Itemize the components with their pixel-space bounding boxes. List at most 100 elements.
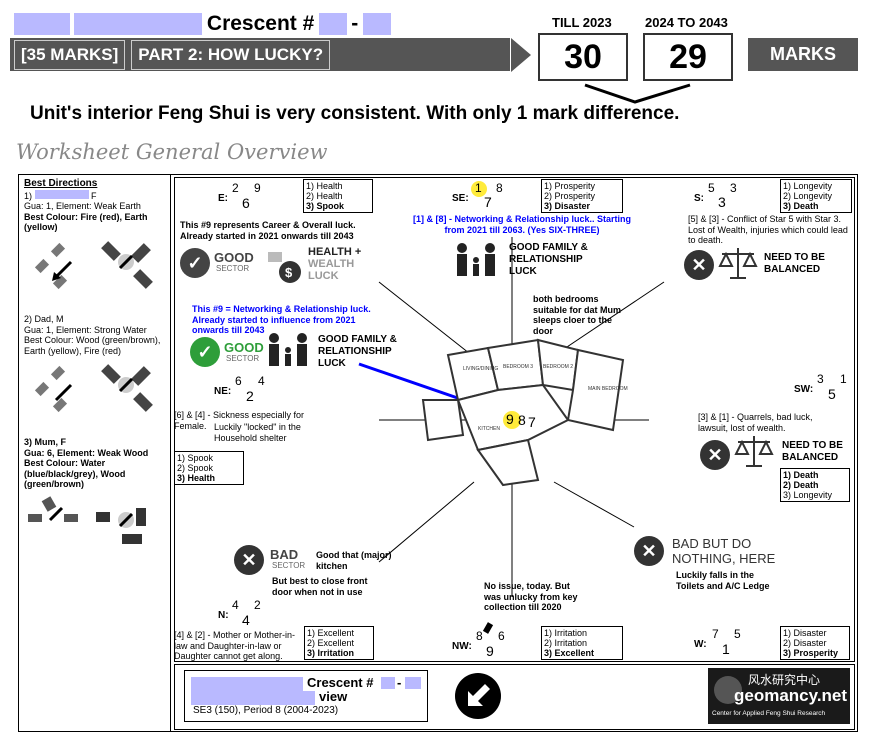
redacted-block — [74, 13, 203, 35]
list-item: 2) Prosperity — [544, 191, 596, 201]
brand-cn: 风水研究中心 — [748, 673, 821, 687]
check-icon: ✓ — [180, 248, 210, 278]
center-star-c: 7 — [528, 414, 536, 430]
person3-colour: Best Colour: Water (blue/black/grey), Wo… — [24, 458, 126, 489]
good-label: GOOD — [214, 250, 254, 265]
star-c: 2 — [246, 388, 254, 404]
sector-se: SE: 1 8 7 — [452, 181, 532, 212]
floor-label: KITCHEN — [478, 426, 500, 432]
person1-gua: Gua: 1, Element: Weak Earth — [24, 201, 141, 211]
left-panel: Best Directions 1) F Gua: 1, Element: We… — [24, 178, 166, 233]
hw-line: LUCK — [308, 270, 339, 282]
list-item: 1) Spook — [177, 453, 214, 463]
redacted-block — [191, 691, 315, 705]
person3-block: 3) Mum, F Gua: 6, Element: Weak Wood Bes… — [24, 437, 166, 490]
floor-label: LIVING/DINING — [463, 366, 498, 372]
yin-yang-icon — [714, 676, 742, 704]
part-marks: [35 MARKS] — [14, 39, 126, 70]
health-wealth-label: HEALTH + WEALTH LUCK — [308, 246, 361, 282]
star-a: 7 — [712, 627, 719, 641]
list-item: 3) Health — [177, 473, 216, 483]
redacted-block — [318, 13, 347, 35]
cross-icon: ✕ — [634, 536, 664, 566]
cross-icon: ✕ — [234, 545, 264, 575]
summary-text: Unit's interior Feng Shui is very consis… — [30, 103, 680, 124]
brand-name: geomancy.net — [734, 686, 848, 705]
need-balanced-label: NEED TO BE BALANCED — [782, 440, 843, 463]
marks-label: MARKS — [748, 38, 858, 71]
facing-arrow-icon — [455, 673, 501, 719]
list-item: 3) Death — [783, 201, 819, 211]
sector-label: NE: — [214, 386, 232, 397]
footer-info-box: Crescent # - view SE3 (150), Period 8 (2… — [184, 670, 428, 722]
star-b: 4 — [258, 374, 265, 388]
sector-word: SECTOR — [272, 561, 306, 570]
person1-line: 1) F — [24, 189, 166, 202]
list-item: 3) Prosperity — [783, 648, 839, 658]
sector-se-list: 1) Prosperity 2) Prosperity 3) Disaster — [541, 179, 623, 213]
difference-bracket — [584, 83, 691, 104]
sector-label: NW: — [452, 641, 472, 652]
w-note: Luckily falls in the Toilets and A/C Led… — [676, 570, 770, 591]
list-item: 3) Irritation — [307, 648, 355, 658]
list-item: 3) Longevity — [783, 490, 833, 500]
hw-line: WEALTH — [308, 258, 355, 270]
sector-sw: SW: 3 1 5 — [794, 372, 854, 402]
direction-diagram-icon — [28, 496, 146, 544]
good-label: GOOD — [224, 340, 264, 355]
bedrooms-note: both bedrooms suitable for dat Mum sleep… — [533, 294, 622, 336]
chart-frame — [174, 177, 855, 662]
sw-note: [3] & [1] - Quarrels, bad luck, lawsuit,… — [698, 412, 813, 433]
floor-plan: LIVING/DINING BEDROOM 3 BEDROOM 2 MAIN B… — [421, 338, 628, 487]
sector-nw: NW: 8 6 9 — [452, 628, 522, 660]
footer-view: view — [319, 689, 348, 704]
person3-gua: Gua: 6, Element: Weak Wood — [24, 447, 149, 458]
n-note: [4] & [2] - Mother or Mother-in-law and … — [174, 630, 296, 661]
ne-blue-note: This #9 = Networking & Relationship luck… — [192, 304, 371, 335]
cross-icon: ✕ — [700, 440, 730, 470]
sector-label: N: — [218, 610, 229, 621]
star-a: 2 — [232, 181, 239, 195]
star-a: 5 — [708, 181, 715, 195]
floor-label: BEDROOM 2 — [543, 364, 573, 370]
future-score: 29 — [643, 33, 733, 81]
redacted-block — [405, 677, 421, 689]
till-label: TILL 2023 — [552, 15, 612, 30]
star-a: 8 — [476, 629, 483, 643]
need-balanced-label: NEED TO BE BALANCED — [764, 252, 825, 275]
sector-ne: NE: 6 4 2 — [214, 374, 274, 404]
list-item: 2) Excellent — [307, 638, 355, 648]
list-item: 1) Disaster — [783, 628, 827, 638]
sector-w: W: 7 5 1 — [694, 626, 754, 658]
list-item: 1) Prosperity — [544, 181, 596, 191]
person3-name: 3) Mum, F — [24, 437, 66, 447]
ne-note: [6] & [4] - Sickness especially for Fema… — [174, 410, 305, 431]
locked-note: Luckily "locked" in the Household shelte… — [214, 422, 301, 443]
list-item: 2) Spook — [177, 463, 214, 473]
s-note: [5] & [3] - Conflict of Star 5 with Star… — [688, 214, 848, 245]
sector-sw-list: 1) Death 2) Death 3) Longevity — [780, 468, 850, 502]
star-c: 3 — [718, 194, 726, 210]
list-item: 1) Health — [306, 181, 343, 191]
center-star-b: 8 — [518, 412, 526, 428]
star-b: 9 — [254, 181, 261, 195]
arrow-right-icon — [511, 38, 531, 72]
person2-name: 2) Dad, M — [24, 314, 64, 324]
star-c: 9 — [486, 643, 494, 659]
best-directions-title: Best Directions — [24, 178, 98, 189]
list-item: 2) Irritation — [544, 638, 588, 648]
sector-ne-list: 1) Spook 2) Spook 3) Health — [174, 451, 244, 485]
star-c: 4 — [242, 612, 250, 628]
sector-n: N: 4 2 4 — [218, 598, 278, 628]
person2-colour: Best Colour: Wood (green/brown), Earth (… — [24, 335, 161, 356]
sector-s: S: 5 3 3 — [694, 181, 774, 212]
sector-w-list: 1) Disaster 2) Disaster 3) Prosperity — [780, 626, 850, 660]
redacted-block — [362, 13, 391, 35]
hw-line: HEALTH + — [308, 246, 362, 258]
sector-nw-list: 1) Irritation 2) Irritation 3) Excellent — [541, 626, 623, 660]
star-b: 8 — [496, 181, 503, 195]
star-a: 1 — [475, 181, 482, 195]
sector-e-list: 1) Health 2) Health 3) Spook — [303, 179, 373, 213]
sector-label: E: — [218, 193, 228, 204]
list-item: 3) Disaster — [544, 201, 591, 211]
